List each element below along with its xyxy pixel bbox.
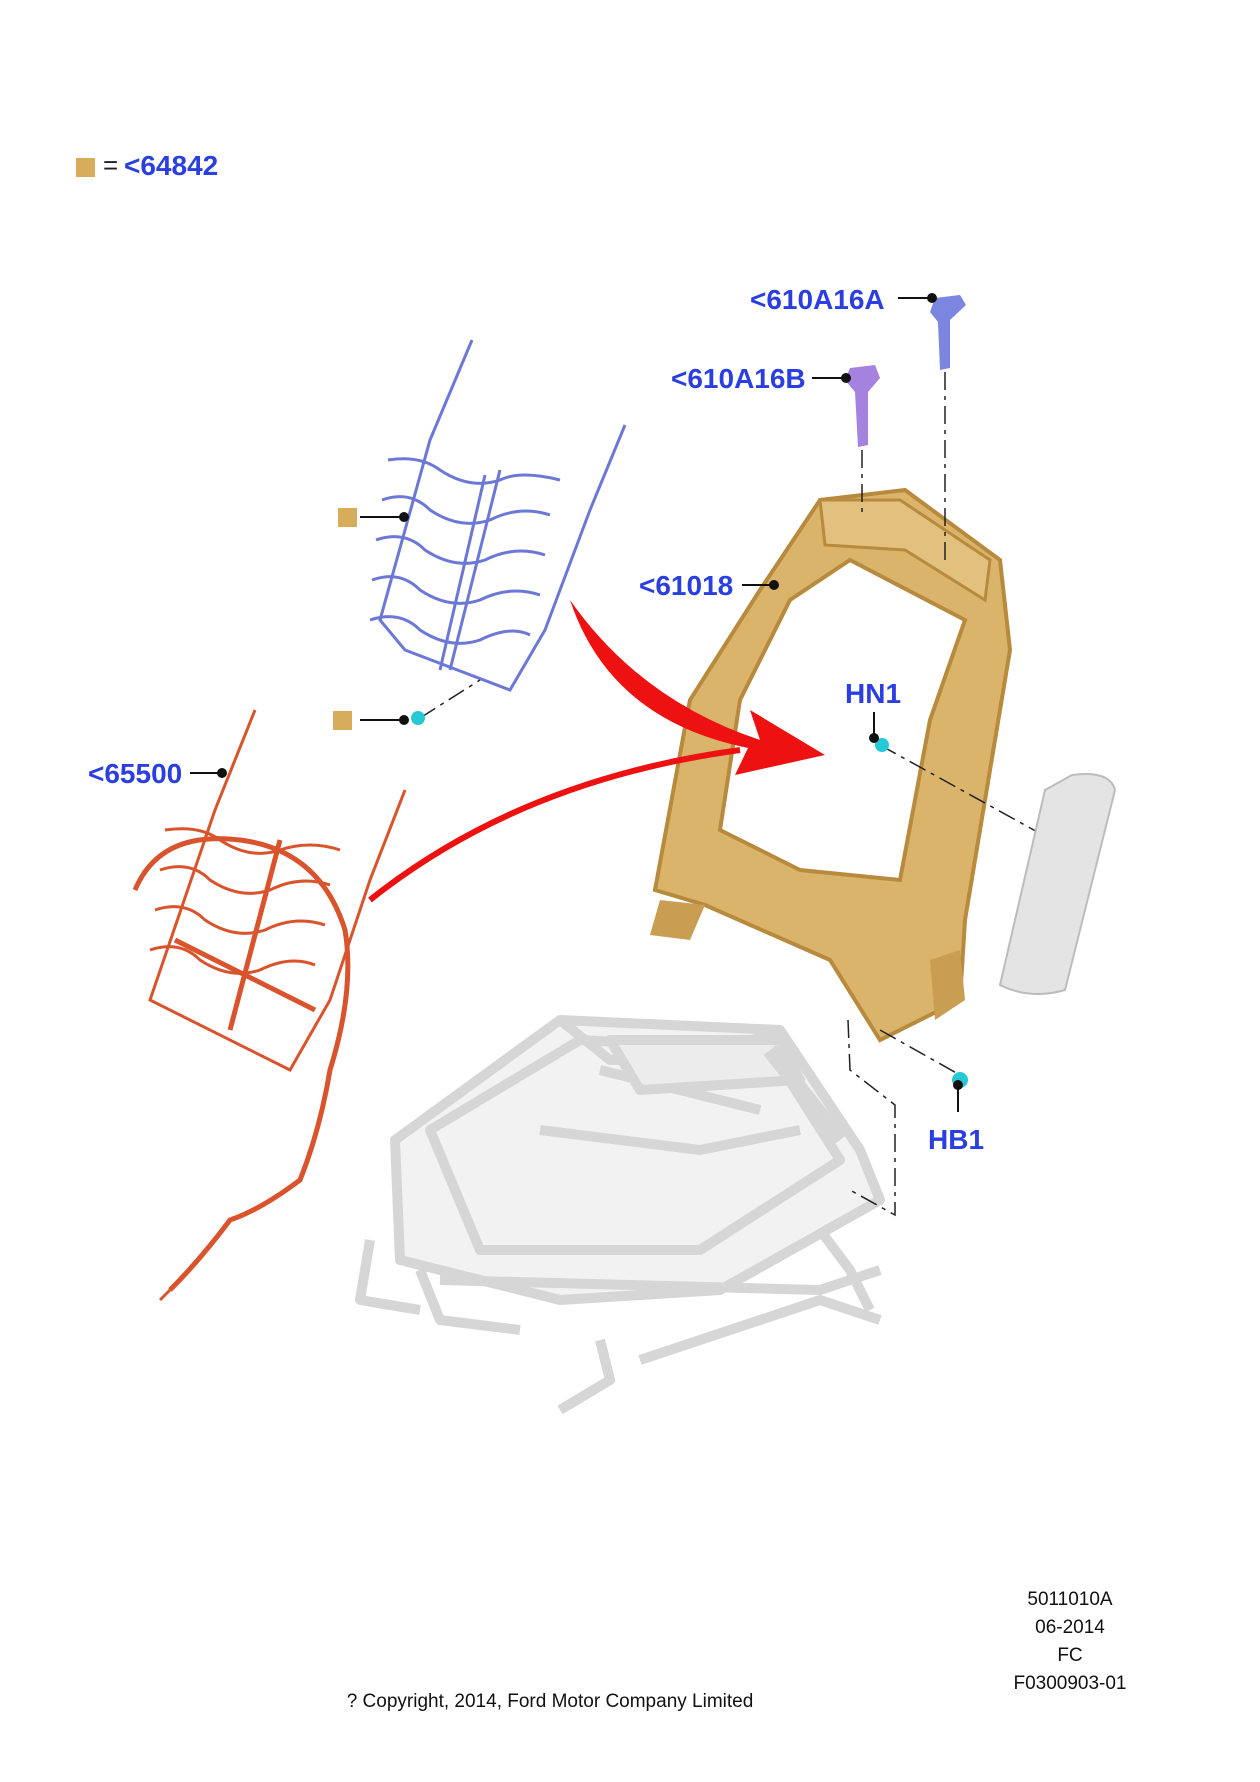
legend-code-link[interactable]: <64842 [124, 150, 219, 181]
callout-610A16B[interactable]: <610A16B [671, 363, 806, 394]
meta-date: 06-2014 [1035, 1617, 1105, 1638]
spring-mat-red [132, 709, 407, 1302]
copyright-notice: ? Copyright, 2014, Ford Motor Company Li… [346, 1691, 754, 1712]
callout-61018[interactable]: <61018 [639, 570, 734, 601]
side-trim-ghost [998, 773, 1117, 995]
bolt-a-shape [930, 295, 966, 370]
callout-HN1[interactable]: HN1 [845, 678, 902, 709]
seat-base-ghost [355, 1015, 885, 1415]
meta-figure: F0300903-01 [1013, 1673, 1127, 1694]
meta-region: FC [1057, 1645, 1083, 1666]
assembly-lines [419, 372, 1071, 1217]
legend-equals: = [103, 150, 119, 180]
meta-ref: 5011010A [1027, 1589, 1113, 1610]
part-swatch-blue-mat [338, 508, 357, 527]
callout-610A16A[interactable]: <610A16A [750, 284, 885, 315]
callout-65500[interactable]: <65500 [88, 758, 183, 789]
part-swatch-clip [333, 711, 352, 730]
callout-HB1[interactable]: HB1 [928, 1124, 985, 1155]
spring-mat-blue [369, 339, 627, 692]
assembly-arrow [368, 600, 825, 903]
seat-back-frame [650, 487, 1013, 1043]
leader-lines [190, 293, 963, 1112]
diagram-meta: 5011010A 06-2014 FC F0300903-01 [1000, 1586, 1140, 1698]
legend-swatch [76, 158, 95, 177]
bolt-b-shape [845, 365, 880, 447]
